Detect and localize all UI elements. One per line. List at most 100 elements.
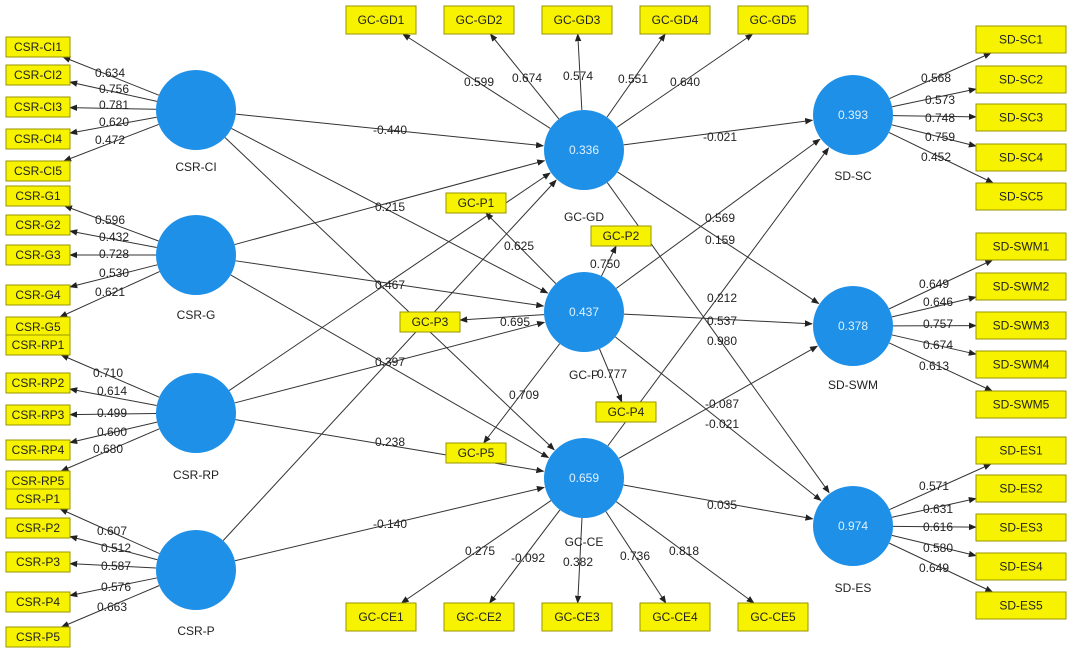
latent-csr-rp[interactable] bbox=[156, 373, 236, 453]
indicator-label: GC-GD4 bbox=[652, 13, 699, 27]
indicator-sd-sc1[interactable]: SD-SC1 bbox=[975, 25, 1067, 54]
indicator-gc-p2[interactable]: GC-P2 bbox=[590, 225, 652, 247]
path-gc-gd-to-sd-sc bbox=[623, 118, 814, 146]
indicator-box bbox=[5, 488, 71, 510]
loading-arrow-sd-es2 bbox=[891, 496, 977, 518]
indicator-csr-rp4[interactable]: CSR-RP4 bbox=[5, 439, 71, 461]
indicator-csr-g1[interactable]: CSR-G1 bbox=[5, 185, 71, 207]
indicator-gc-gd1[interactable]: GC-GD1 bbox=[345, 5, 417, 35]
indicator-gc-p1[interactable]: GC-P1 bbox=[445, 192, 507, 214]
indicator-csr-rp3[interactable]: CSR-RP3 bbox=[5, 404, 71, 426]
latent-sd-es[interactable]: 0.974 bbox=[813, 486, 893, 566]
loading-value-sd-es3: 0.616 bbox=[923, 520, 953, 534]
indicator-sd-sc4[interactable]: SD-SC4 bbox=[975, 143, 1067, 172]
indicator-gc-ce1[interactable]: GC-CE1 bbox=[345, 602, 417, 632]
indicator-box bbox=[975, 232, 1067, 261]
indicator-gc-ce3[interactable]: GC-CE3 bbox=[541, 602, 613, 632]
path-gc-p-to-sd-swm bbox=[623, 313, 813, 327]
indicator-label: CSR-RP5 bbox=[12, 474, 65, 488]
indicator-label: CSR-G2 bbox=[15, 218, 61, 232]
indicator-box bbox=[443, 602, 515, 632]
latent-sd-swm[interactable]: 0.378 bbox=[813, 286, 893, 366]
loading-arrow-csr-rp3 bbox=[69, 411, 157, 418]
indicator-csr-p2[interactable]: CSR-P2 bbox=[5, 517, 71, 539]
latent-gc-p[interactable]: 0.437 bbox=[544, 272, 624, 352]
indicator-csr-g5[interactable]: CSR-G5 bbox=[5, 316, 71, 338]
latent-csr-ci[interactable] bbox=[156, 70, 236, 150]
indicator-csr-g3[interactable]: CSR-G3 bbox=[5, 244, 71, 266]
indicator-csr-ci1[interactable]: CSR-CI1 bbox=[5, 36, 71, 58]
indicator-sd-swm1[interactable]: SD-SWM1 bbox=[975, 232, 1067, 261]
latent-csr-p[interactable] bbox=[156, 530, 236, 610]
indicator-csr-ci5[interactable]: CSR-CI5 bbox=[5, 160, 71, 182]
indicator-label: CSR-G5 bbox=[15, 320, 61, 334]
indicator-sd-es1[interactable]: SD-ES1 bbox=[975, 436, 1067, 465]
indicator-label: SD-SC4 bbox=[999, 151, 1043, 165]
indicator-sd-sc2[interactable]: SD-SC2 bbox=[975, 65, 1067, 94]
loading-arrow-csr-g1 bbox=[64, 205, 159, 242]
indicator-gc-p3[interactable]: GC-P3 bbox=[399, 311, 461, 333]
indicator-csr-p3[interactable]: CSR-P3 bbox=[5, 551, 71, 573]
indicator-sd-swm2[interactable]: SD-SWM2 bbox=[975, 272, 1067, 301]
latent-circle bbox=[813, 486, 893, 566]
loading-value-sd-sc3: 0.748 bbox=[925, 111, 955, 125]
indicator-csr-ci2[interactable]: CSR-CI2 bbox=[5, 64, 71, 86]
indicator-box bbox=[445, 192, 507, 214]
loading-value-csr-ci2: 0.756 bbox=[99, 82, 129, 96]
indicator-csr-g2[interactable]: CSR-G2 bbox=[5, 214, 71, 236]
path-coef-gc-gd-to-sd-es: 0.980 bbox=[707, 334, 737, 348]
indicator-sd-es3[interactable]: SD-ES3 bbox=[975, 513, 1067, 542]
indicator-box bbox=[443, 5, 515, 35]
loading-value-gc-ce4: 0.736 bbox=[620, 549, 650, 563]
indicator-csr-g4[interactable]: CSR-G4 bbox=[5, 284, 71, 306]
indicator-gc-gd4[interactable]: GC-GD4 bbox=[639, 5, 711, 35]
indicator-gc-gd2[interactable]: GC-GD2 bbox=[443, 5, 515, 35]
indicator-gc-ce2[interactable]: GC-CE2 bbox=[443, 602, 515, 632]
indicator-gc-gd5[interactable]: GC-GD5 bbox=[737, 5, 809, 35]
indicator-sd-swm4[interactable]: SD-SWM4 bbox=[975, 350, 1067, 379]
indicator-gc-ce5[interactable]: GC-CE5 bbox=[737, 602, 809, 632]
loading-value-gc-p4: 0.777 bbox=[597, 367, 627, 381]
indicator-csr-p5[interactable]: CSR-P5 bbox=[5, 626, 71, 648]
loading-arrow-csr-p3 bbox=[69, 560, 157, 569]
indicator-csr-p1[interactable]: CSR-P1 bbox=[5, 488, 71, 510]
indicator-box bbox=[541, 5, 613, 35]
indicator-sd-sc3[interactable]: SD-SC3 bbox=[975, 103, 1067, 132]
indicator-box bbox=[975, 436, 1067, 465]
indicator-csr-rp5[interactable]: CSR-RP5 bbox=[5, 470, 71, 492]
indicator-label: CSR-G3 bbox=[15, 248, 61, 262]
loading-arrow-csr-ci5 bbox=[63, 123, 159, 162]
indicator-csr-ci4[interactable]: CSR-CI4 bbox=[5, 128, 71, 150]
indicator-sd-es5[interactable]: SD-ES5 bbox=[975, 591, 1067, 620]
path-gc-p-to-sd-es bbox=[614, 336, 822, 501]
indicator-sd-swm5[interactable]: SD-SWM5 bbox=[975, 390, 1067, 419]
loading-value-sd-sc4: 0.759 bbox=[925, 130, 955, 144]
indicator-csr-p4[interactable]: CSR-P4 bbox=[5, 591, 71, 613]
indicator-gc-p5[interactable]: GC-P5 bbox=[445, 442, 507, 464]
latent-name-csr-rp: CSR-RP bbox=[173, 468, 219, 482]
indicator-box bbox=[737, 5, 809, 35]
indicator-csr-rp2[interactable]: CSR-RP2 bbox=[5, 372, 71, 394]
latent-name-gc-ce: GC-CE bbox=[565, 535, 604, 549]
indicator-label: SD-SC5 bbox=[999, 190, 1043, 204]
loading-arrow-gc-p4 bbox=[599, 348, 623, 403]
indicator-gc-ce4[interactable]: GC-CE4 bbox=[639, 602, 711, 632]
latent-sd-sc[interactable]: 0.393 bbox=[813, 75, 893, 155]
indicator-sd-es2[interactable]: SD-ES2 bbox=[975, 474, 1067, 503]
latent-gc-ce[interactable]: 0.659 bbox=[544, 438, 624, 518]
latent-r2-value: 0.378 bbox=[838, 319, 868, 333]
latent-gc-gd[interactable]: 0.336 bbox=[544, 110, 624, 190]
path-gc-gd-to-sd-swm bbox=[617, 171, 820, 304]
indicator-gc-p4[interactable]: GC-P4 bbox=[595, 401, 657, 423]
indicator-sd-es4[interactable]: SD-ES4 bbox=[975, 552, 1067, 581]
latent-csr-g[interactable] bbox=[156, 215, 236, 295]
indicator-box bbox=[5, 334, 71, 356]
loading-value-gc-ce2: -0.092 bbox=[511, 551, 545, 565]
loading-arrow-sd-sc4 bbox=[891, 124, 977, 148]
indicator-box bbox=[5, 244, 71, 266]
indicator-sd-swm3[interactable]: SD-SWM3 bbox=[975, 311, 1067, 340]
indicator-sd-sc5[interactable]: SD-SC5 bbox=[975, 182, 1067, 211]
indicator-csr-rp1[interactable]: CSR-RP1 bbox=[5, 334, 71, 356]
indicator-gc-gd3[interactable]: GC-GD3 bbox=[541, 5, 613, 35]
indicator-csr-ci3[interactable]: CSR-CI3 bbox=[5, 96, 71, 118]
